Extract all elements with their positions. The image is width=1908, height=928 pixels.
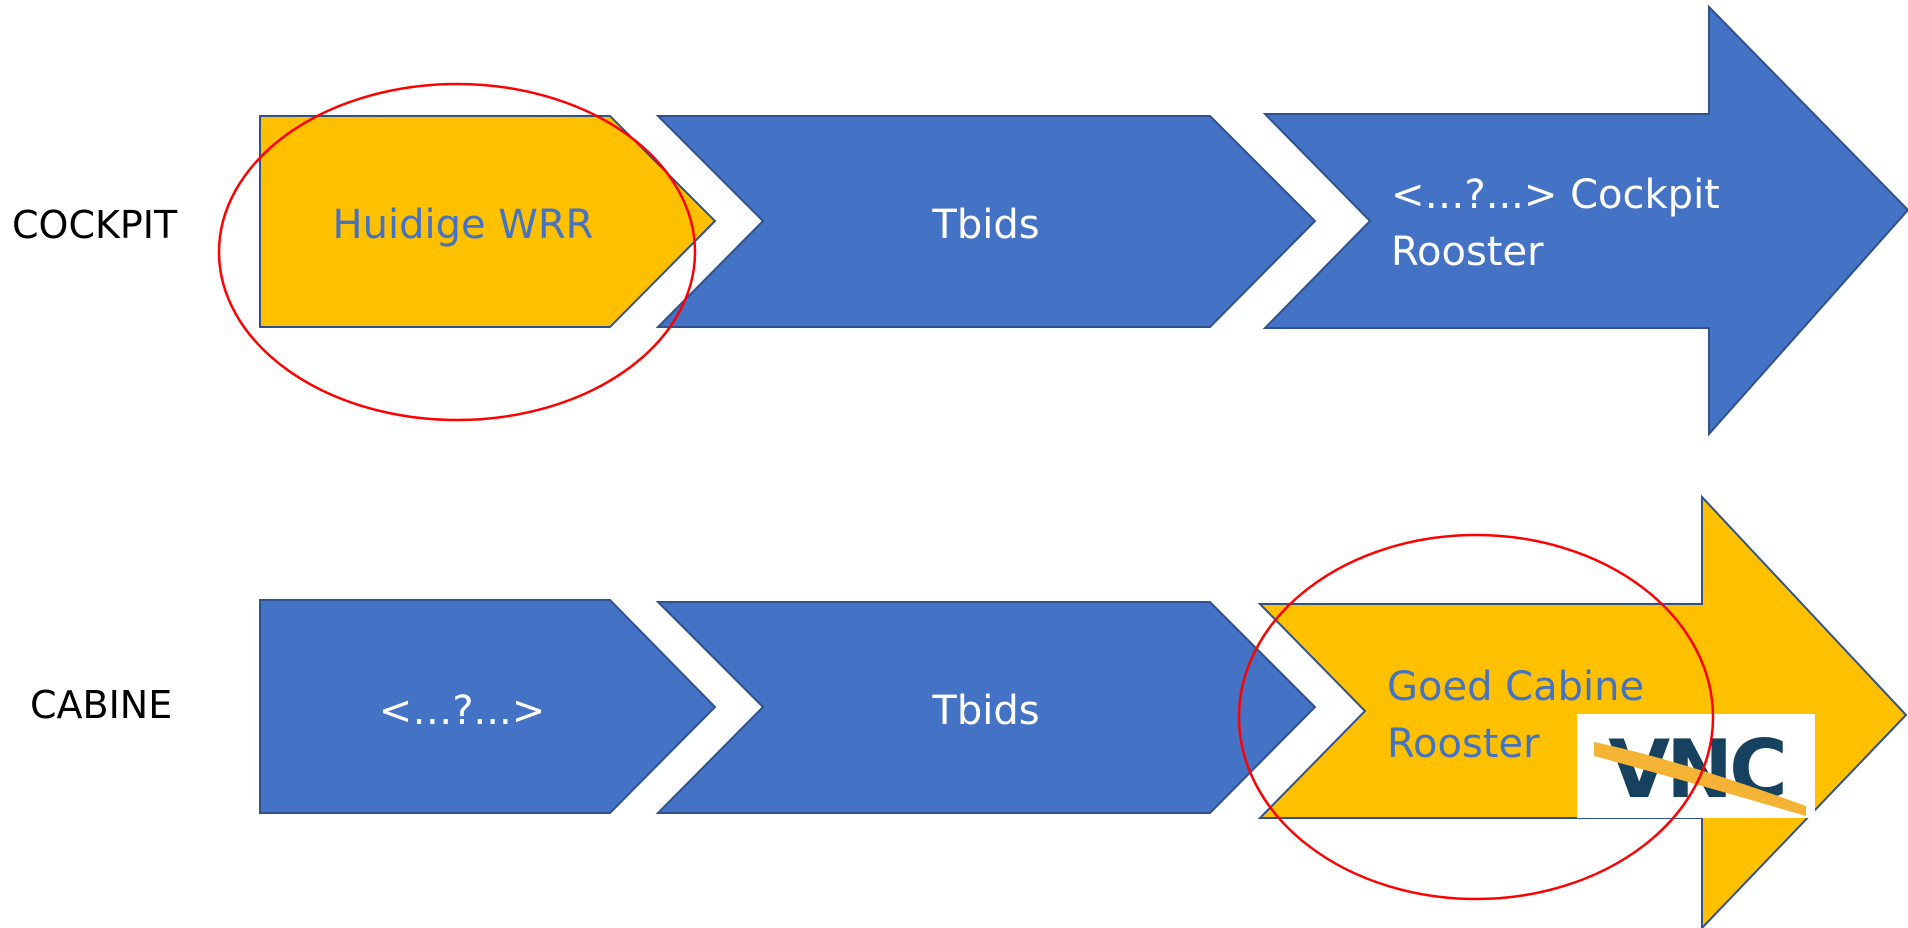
cockpit-step-1-pentagon [259,115,717,328]
row-label-cabine: CABINE [30,683,172,727]
cockpit-step-2-label: Tbids [931,202,1039,248]
cabine-step-2-chevron [655,601,1317,814]
cabine-step-1-label: <…?...> [379,688,545,734]
cabine-step-1-pentagon [259,599,717,814]
cockpit-step-1-label: Huidige WRR [333,202,594,248]
cockpit-step-3-label-line-1: <…?...> Cockpit [1391,172,1720,218]
cabine-step-3-arrow [1257,494,1908,928]
row-label-cockpit: COCKPIT [12,203,178,247]
cockpit-step-3-arrow [1262,4,1908,437]
highlight-circle-cabine [1237,533,1715,901]
cockpit-step-3-label-line-2: Rooster [1391,229,1544,275]
cabine-step-2-label: Tbids [931,688,1039,734]
highlight-circle-cockpit [217,82,697,422]
vnc-logo: VNC [1577,714,1815,818]
cabine-step-3-label-line-2: Rooster [1387,721,1540,767]
cabine-step-3-label-line-1: Goed Cabine [1387,664,1644,710]
cockpit-step-2-chevron [655,115,1317,328]
